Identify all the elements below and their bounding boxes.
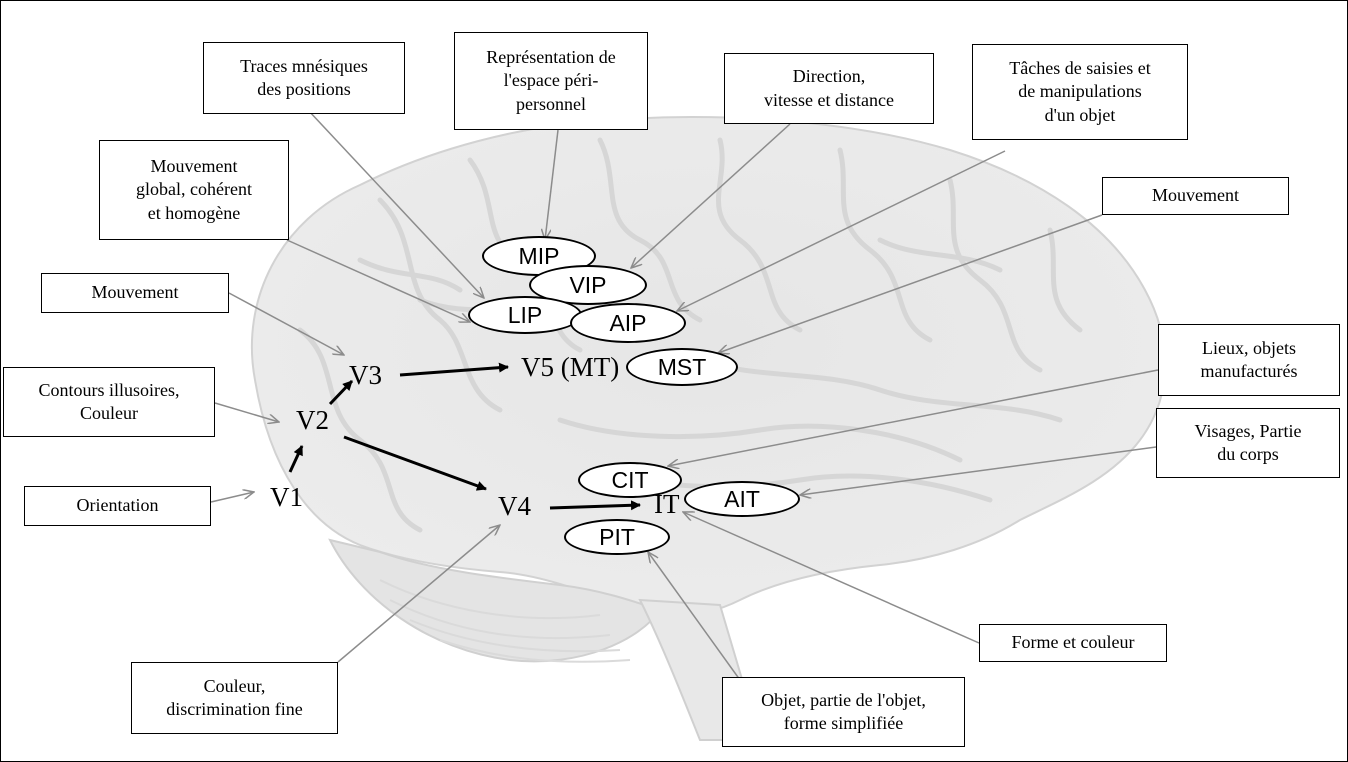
region-aip: AIP — [570, 303, 686, 343]
pointer-couleur-fine — [337, 525, 500, 663]
label-mouvement-global: Mouvement global, cohérent et homogène — [99, 140, 289, 240]
label-orientation: Orientation — [24, 486, 211, 526]
region-lip: LIP — [468, 296, 582, 334]
region-cit: CIT — [578, 462, 682, 498]
arrow-v4-it — [549, 500, 641, 511]
label-couleur-discrimination: Couleur, discrimination fine — [131, 662, 338, 734]
pointer-contours — [214, 402, 279, 422]
arrow-v3-v5 — [399, 362, 509, 377]
pointer-taches — [677, 150, 1006, 311]
arrow-v2-v3 — [328, 379, 354, 406]
pointer-visages — [800, 446, 1157, 495]
pointer-lieux — [668, 369, 1159, 466]
label-traces-mnesiques: Traces mnésiques des positions — [203, 42, 405, 114]
pointer-mouvement-right — [718, 214, 1103, 353]
pointer-forme-couleur — [683, 512, 980, 644]
area-v3: V3 — [349, 360, 382, 390]
label-representation-espace: Représentation de l'espace péri- personn… — [454, 32, 648, 130]
area-v5-mt: V5 (MT) — [521, 352, 620, 382]
pointer-mouvement-global — [286, 239, 470, 322]
area-v2: V2 — [296, 405, 329, 435]
pointer-representation — [545, 129, 559, 240]
area-v4: V4 — [498, 491, 531, 521]
label-mouvement-right: Mouvement — [1102, 177, 1289, 215]
arrow-v2-v4 — [343, 435, 487, 491]
pointer-mouvement-left — [228, 292, 344, 355]
label-contours-illusoires: Contours illusoires, Couleur — [3, 367, 215, 437]
area-v1: V1 — [270, 482, 303, 512]
region-ait: AIT — [684, 481, 800, 517]
pointer-traces — [307, 109, 484, 298]
arrow-v1-v2 — [288, 445, 304, 473]
label-objet-forme: Objet, partie de l'objet, forme simplifi… — [722, 677, 965, 747]
pointer-objet — [648, 552, 741, 681]
pointer-orientation — [210, 492, 254, 503]
label-lieux-objets: Lieux, objets manufacturés — [1158, 324, 1340, 396]
label-taches-saisies: Tâches de saisies et de manipulations d'… — [972, 44, 1188, 140]
label-direction-vitesse: Direction, vitesse et distance — [724, 53, 934, 124]
region-mst: MST — [626, 348, 738, 386]
label-mouvement-left: Mouvement — [41, 273, 229, 313]
label-forme-couleur: Forme et couleur — [979, 624, 1167, 662]
label-visages-corps: Visages, Partie du corps — [1156, 408, 1340, 478]
pointer-direction — [631, 123, 791, 268]
region-pit: PIT — [564, 519, 670, 555]
